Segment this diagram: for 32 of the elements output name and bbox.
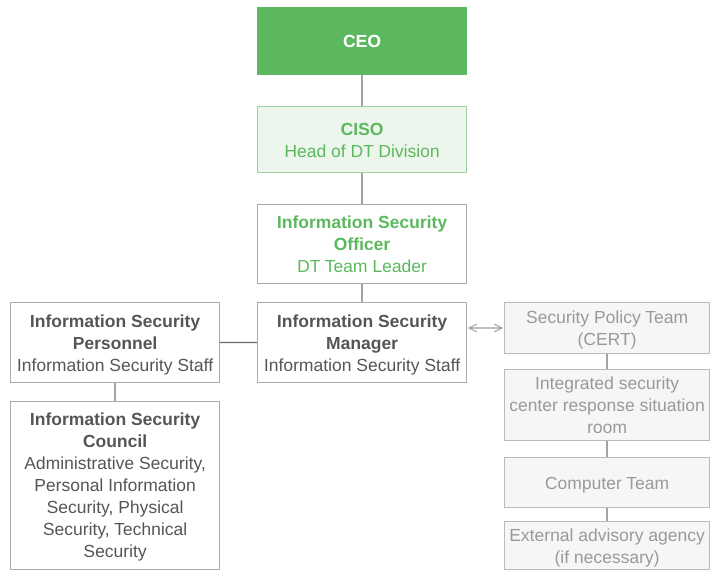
team-name: Integrated security center response situation room xyxy=(509,372,705,438)
connector-line xyxy=(220,342,257,344)
arrow xyxy=(468,324,502,332)
ceo-box xyxy=(257,7,467,75)
role-box xyxy=(257,106,467,173)
team-name: Computer Team xyxy=(544,472,670,494)
team-name: Security Policy Team (CERT) xyxy=(524,306,690,350)
role-title: Information Security Officer xyxy=(276,211,448,255)
connector-line xyxy=(606,354,608,369)
role-title: Information Security Council xyxy=(28,408,202,452)
role-description: Head of DT Division xyxy=(284,140,440,162)
connector-line xyxy=(361,173,363,204)
team-box xyxy=(504,302,710,354)
role-description: DT Team Leader xyxy=(297,255,427,277)
role-description: Information Security Staff xyxy=(264,354,460,376)
connector-line xyxy=(606,508,608,521)
team-name: External advisory agency (if necessary) xyxy=(509,524,705,568)
role-description: Information Security Staff xyxy=(16,354,214,376)
connector-line xyxy=(361,284,363,302)
role-box xyxy=(257,302,467,383)
role-description: Administrative Security, Personal Information Security, Physical Security, Technical Security xyxy=(23,452,207,562)
role-title: CEO xyxy=(343,30,381,52)
role-box xyxy=(257,204,467,284)
role-box xyxy=(10,302,220,383)
connector-line xyxy=(606,441,608,457)
role-title: Information Security Manager xyxy=(276,310,448,354)
role-title: CISO xyxy=(340,118,384,140)
team-box xyxy=(504,457,710,508)
connector-line xyxy=(114,383,116,401)
role-title: Information Security Personnel xyxy=(28,310,202,354)
connector-line xyxy=(361,75,363,106)
council-box xyxy=(10,401,220,570)
